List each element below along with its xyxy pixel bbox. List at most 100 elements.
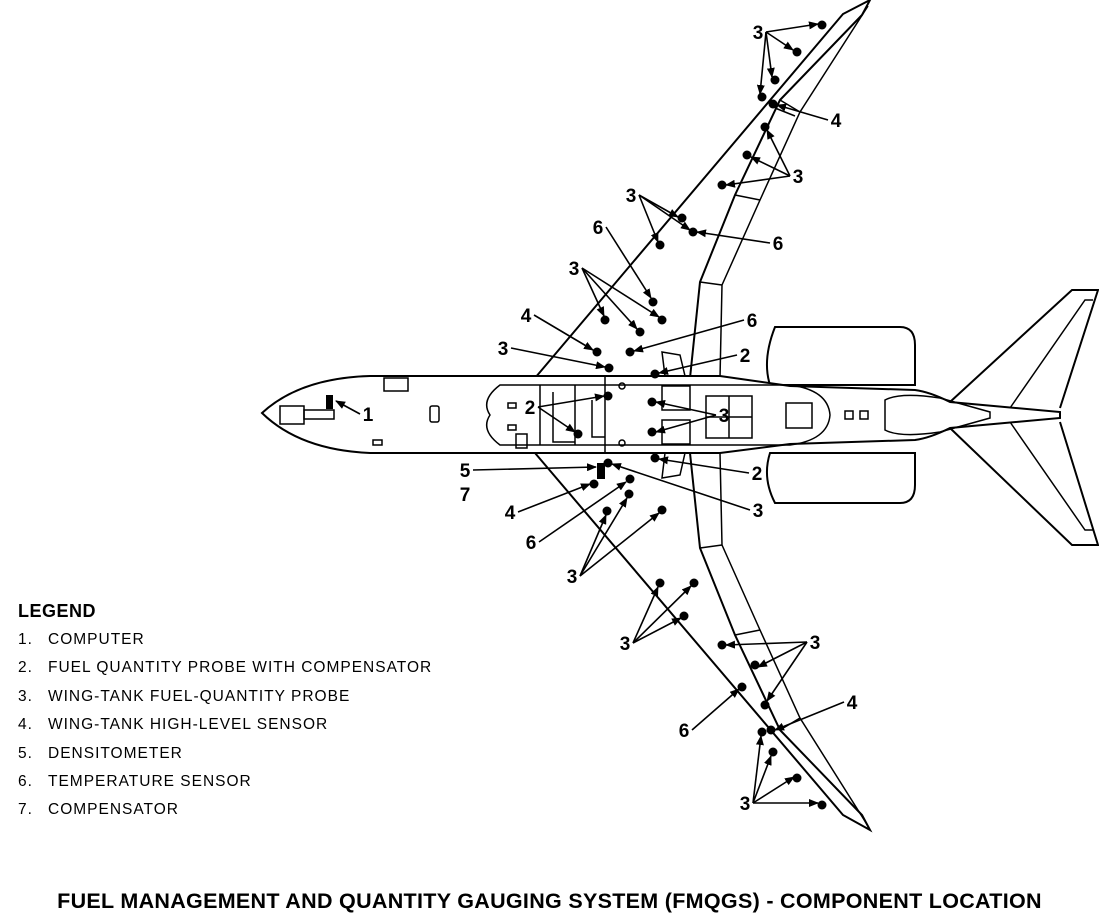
sensor-dot — [604, 363, 614, 373]
sensor-dot — [647, 397, 657, 407]
callout-label-3: 3 — [620, 634, 631, 655]
leader-line — [538, 481, 627, 543]
sensor-dot — [750, 660, 760, 670]
sensor-dot — [742, 150, 752, 160]
leader-line — [756, 31, 767, 95]
sensor-dot — [624, 489, 634, 499]
engine-nacelle-upper — [765, 326, 916, 386]
sensor-dot — [625, 347, 635, 357]
leader-line — [611, 463, 751, 511]
leader-line — [752, 755, 772, 804]
computer-component — [326, 395, 333, 409]
callout-label-2: 2 — [740, 346, 751, 367]
legend-item-number: 5. — [18, 744, 33, 762]
leader-line — [766, 641, 808, 702]
sensor-dot — [792, 47, 802, 57]
legend-title: LEGEND — [18, 601, 97, 621]
sensor-dot — [768, 747, 778, 757]
leader-line — [658, 456, 750, 474]
sensor-dot — [648, 297, 658, 307]
legend-item: 1. COMPUTER — [18, 631, 432, 659]
callout-label-2: 2 — [525, 398, 536, 419]
callout-label-5: 5 — [460, 461, 471, 482]
tail-cone — [884, 394, 991, 436]
legend-item: 2.FUEL QUANTITY PROBE WITH COMPENSATOR — [18, 659, 432, 687]
horizontal-stabilizer-lower — [949, 421, 1099, 546]
sensor-dot — [592, 347, 602, 357]
leader-line — [581, 267, 660, 318]
legend: LEGEND 1. COMPUTER 2.FUEL QUANTITY PROBE W… — [18, 601, 432, 830]
lower-wing — [534, 452, 873, 833]
legend-item: 7.COMPENSATOR — [18, 801, 432, 829]
sensor-dot — [647, 427, 657, 437]
callout-label-4: 4 — [505, 503, 516, 524]
callout-label-6: 6 — [773, 234, 784, 255]
leader-line — [655, 399, 717, 416]
leader-line — [581, 267, 638, 330]
sensor-dot — [817, 20, 827, 30]
callout-label-3: 3 — [740, 794, 751, 815]
sensor-dot — [602, 506, 612, 516]
sensor-dot — [625, 474, 635, 484]
leader-line — [655, 414, 717, 434]
sensor-dot — [573, 429, 583, 439]
callout-label-3: 3 — [567, 567, 578, 588]
sensor-dot — [600, 315, 610, 325]
leader-line — [725, 175, 791, 188]
engine-nacelle-lower — [765, 452, 916, 504]
sensor-dot — [717, 180, 727, 190]
leader-line — [632, 586, 659, 644]
upper-wing — [534, 0, 872, 379]
legend-item-label: COMPUTER — [48, 631, 145, 648]
sensor-dot — [688, 227, 698, 237]
sensor-dot — [635, 327, 645, 337]
leader-line — [517, 483, 591, 513]
callout-label-6: 6 — [747, 311, 758, 332]
sensor-dot — [603, 391, 613, 401]
horizontal-stabilizer-upper — [949, 289, 1099, 409]
leader-line — [579, 514, 607, 577]
leader-line — [579, 497, 628, 577]
sensor-dot — [757, 727, 767, 737]
center-tank — [485, 384, 831, 446]
legend-item: 6.TEMPERATURE SENSOR — [18, 773, 432, 801]
sensor-dot — [677, 213, 687, 223]
callout-label-6: 6 — [679, 721, 690, 742]
legend-item: 3. WING-TANK FUEL-QUANTITY PROBE — [18, 688, 432, 716]
sensor-dot — [655, 240, 665, 250]
callout-label-6: 6 — [593, 218, 604, 239]
leader-line — [776, 103, 829, 121]
legend-item: 5.DENSITOMETER — [18, 745, 432, 773]
sensor-dot — [689, 578, 699, 588]
sensor-dot — [650, 453, 660, 463]
callout-label-4: 4 — [831, 111, 842, 132]
lower-wing-spar — [719, 452, 869, 827]
callout-label-3: 3 — [753, 501, 764, 522]
leader-line — [472, 463, 597, 472]
callout-label-3: 3 — [498, 339, 509, 360]
leader-line — [750, 156, 791, 177]
sensor-dot — [657, 505, 667, 515]
sensor-dot — [760, 122, 770, 132]
sensor-dot — [603, 458, 613, 468]
leader-line — [335, 400, 361, 415]
sensor-dot — [817, 800, 827, 810]
leader-line — [638, 194, 659, 243]
sensor-dot — [760, 700, 770, 710]
legend-item-label: WING-TANK HIGH-LEVEL SENSOR — [48, 716, 329, 734]
callout-label-3: 3 — [719, 406, 730, 427]
leader-line — [632, 617, 682, 644]
legend-item-label: WING-TANK FUEL-QUANTITY PROBE — [48, 687, 351, 705]
leader-line — [510, 347, 606, 370]
legend-item-number: 1. — [18, 631, 33, 648]
sensor-dot — [766, 725, 776, 735]
leader-line — [537, 393, 605, 408]
legend-item-number: 6. — [18, 772, 33, 790]
sensor-dot — [717, 640, 727, 650]
leader-line — [696, 229, 771, 244]
callout-label-3: 3 — [626, 186, 637, 207]
legend-item-number: 4. — [18, 716, 33, 734]
densitometer-component — [597, 463, 605, 479]
legend-item-number: 3. — [18, 687, 33, 705]
